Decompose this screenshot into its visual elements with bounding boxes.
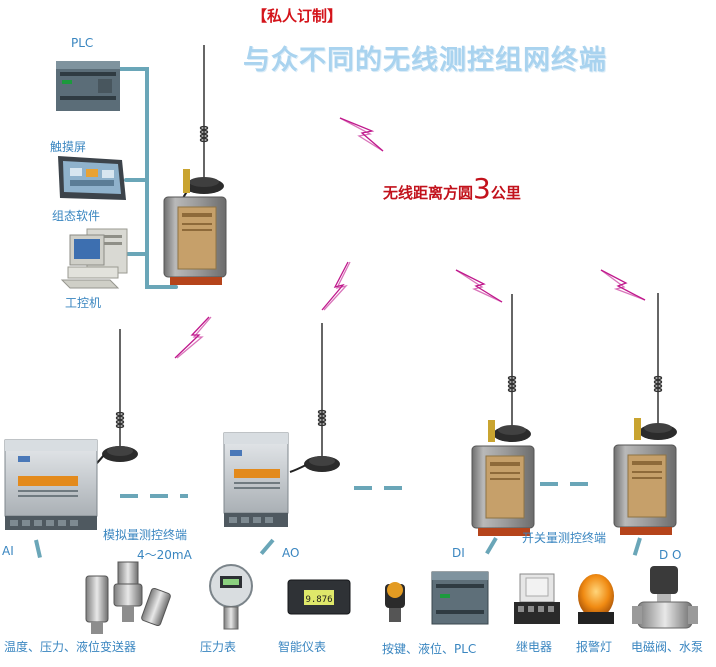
push-button-icon (385, 582, 405, 622)
do-label: D O (659, 548, 682, 562)
wired-links (117, 67, 178, 289)
radio-bolt-icon (321, 261, 349, 311)
do-terminal (613, 293, 677, 535)
pressure-gauge-label: 压力表 (200, 640, 237, 654)
touch-screen-label: 触摸屏 (50, 140, 87, 154)
transmitters-label: 温度、压力、液位变送器 (4, 640, 137, 654)
industrial-pc-label: 工控机 (65, 296, 102, 310)
switch-group-label: 开关量测控终端 (522, 531, 607, 545)
valve-pump-label: 电磁阀、水泵 (631, 640, 704, 654)
page-title: 与众不同的无线测控组网终端 (243, 45, 607, 76)
range-prefix: 无线距离方圆 (383, 184, 474, 202)
analog-group-label: 模拟量测控终端 (103, 528, 188, 542)
ai-field-link (34, 539, 43, 563)
ai-label: AI (2, 544, 14, 558)
radio-bolt-icon (339, 117, 384, 152)
radio-bolt-icon (176, 316, 212, 359)
radio-bolt-icon (339, 117, 384, 152)
radio-signals (174, 117, 646, 359)
dashed-links (34, 482, 642, 565)
relay-label: 继电器 (516, 640, 553, 654)
radio-bolt-icon (455, 269, 503, 303)
radio-bolt-icon (174, 316, 210, 359)
plc-label: PLC (71, 36, 94, 50)
di-terminal (471, 294, 535, 536)
range-suffix: 公里 (490, 184, 521, 202)
base-station-terminal (163, 45, 227, 285)
radio-bolt-icon (600, 269, 646, 301)
solenoid-valve-icon (632, 566, 698, 629)
ao-label: AO (282, 546, 300, 560)
switches-label: 按键、液位、PLC (382, 642, 477, 656)
industrial-pc-icon (60, 228, 128, 289)
ai-terminal (4, 329, 138, 530)
do-field-link (630, 537, 642, 565)
plc-device-icon (56, 61, 120, 111)
pressure-gauge-icon (209, 564, 253, 630)
di-label: DI (452, 546, 465, 560)
custom-tag: 【私人订制】 (252, 7, 343, 25)
touch-screen-icon (58, 156, 126, 200)
relay-icon (514, 573, 560, 624)
meter-display: 9.876 (305, 595, 332, 605)
range-number: 3 (473, 172, 491, 205)
alarm-light-icon (578, 574, 614, 624)
ao-terminal (223, 323, 340, 527)
radio-bolt-icon (600, 269, 646, 301)
smart-meter-label: 智能仪表 (278, 640, 327, 654)
radio-bolt-icon (323, 261, 351, 311)
range-caption: 无线距离方圆3公里 (383, 172, 521, 205)
config-software-label: 组态软件 (52, 209, 101, 223)
alarm-light-label: 报警灯 (576, 640, 613, 654)
smart-meter-icon: 9.876 (287, 579, 351, 615)
analog-current-label: 4～20mA (137, 548, 192, 562)
transmitters-icon (85, 561, 171, 634)
plc-module-icon (431, 571, 489, 625)
ao-field-link (254, 538, 275, 562)
di-field-link (481, 536, 498, 562)
